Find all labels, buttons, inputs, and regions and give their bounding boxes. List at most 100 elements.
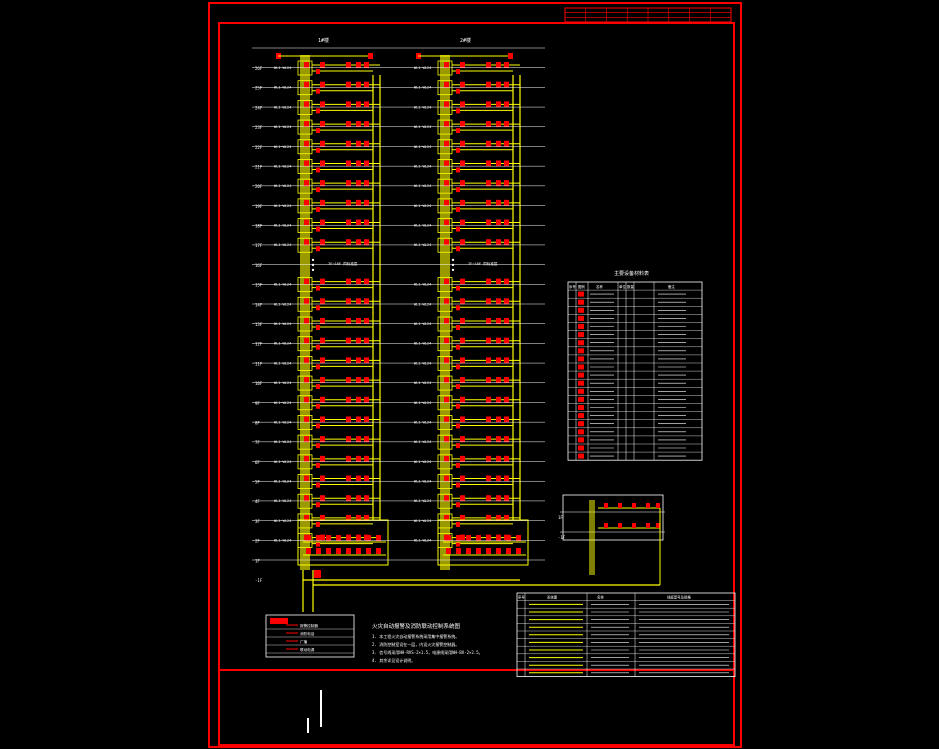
- device-symbol: [346, 62, 351, 68]
- legend-symbol: [578, 364, 584, 370]
- riser-tag: WL1~WL24: [274, 480, 291, 484]
- device-symbol: [320, 180, 325, 187]
- device-symbol: [320, 318, 325, 324]
- device-symbol: [320, 160, 325, 167]
- device-symbol: [460, 337, 465, 344]
- device-symbol: [460, 101, 465, 108]
- riser-tag: WL1~WL24: [274, 204, 291, 208]
- device-symbol: [486, 514, 491, 521]
- device-symbol: [504, 239, 509, 246]
- device-symbol: [444, 337, 449, 344]
- device-symbol: [316, 423, 320, 429]
- riser-tag: WL1~WL24: [414, 342, 431, 346]
- wiring-table-header: 名称: [597, 595, 604, 600]
- riser-tag: WL1~WL24: [414, 322, 431, 326]
- device-symbol: [316, 167, 320, 173]
- device-symbol: [486, 318, 491, 324]
- device-symbol: [304, 219, 309, 226]
- device-symbol: [456, 403, 460, 409]
- junction-box: [437, 277, 453, 293]
- junction-box: [437, 415, 453, 430]
- device-symbol: [356, 337, 361, 344]
- riser-tag: WL1~WL24: [414, 480, 431, 484]
- wiring-table-header: 序号: [518, 595, 525, 600]
- podium-box: [297, 519, 389, 566]
- device-symbol: [364, 436, 369, 443]
- device-symbol: [444, 436, 449, 443]
- device-symbol: [364, 121, 369, 128]
- device-symbol: [316, 502, 320, 508]
- riser-tag: WL1~WL24: [414, 66, 431, 70]
- device-symbol: [486, 180, 491, 187]
- device-symbol: [444, 239, 449, 246]
- riser-tag: WL1~WL24: [414, 539, 431, 543]
- riser-tag: WL1~WL24: [414, 401, 431, 405]
- device-symbol: [496, 121, 501, 128]
- riser-tag: WL1~WL24: [414, 164, 431, 168]
- device-symbol: [504, 318, 509, 324]
- device-symbol: [316, 246, 320, 252]
- device-symbol: [456, 285, 460, 291]
- legend-symbol: [578, 372, 584, 378]
- floor-label: 20F: [255, 184, 263, 189]
- riser-tag: WL1~WL24: [274, 105, 291, 109]
- riser-tag: WL1~WL24: [274, 361, 291, 365]
- podium-device: [618, 523, 622, 528]
- device-symbol: [504, 278, 509, 285]
- floor-label: 26F: [255, 66, 263, 71]
- riser-tag: WL1~WL24: [414, 381, 431, 385]
- junction-box: [297, 296, 313, 312]
- device-symbol: [456, 443, 460, 449]
- legend-box-item: 消防电话: [300, 631, 315, 636]
- junction-box: [437, 237, 453, 253]
- device-symbol: [304, 455, 309, 462]
- device-symbol: [460, 436, 465, 443]
- device-symbol: [346, 396, 351, 403]
- podium-device: [632, 523, 636, 528]
- device-symbol: [504, 140, 509, 147]
- riser-tag: WL1~WL24: [414, 145, 431, 149]
- skip-dot: [451, 258, 455, 262]
- device-symbol: [504, 219, 509, 226]
- device-symbol: [320, 298, 325, 305]
- device-symbol: [486, 199, 491, 206]
- podium-device: [446, 548, 451, 554]
- device-symbol: [316, 541, 320, 547]
- podium-device: [506, 548, 511, 554]
- device-symbol: [304, 475, 309, 482]
- device-symbol: [444, 180, 449, 187]
- legend-symbol: [578, 413, 584, 419]
- junction-box: [297, 237, 313, 253]
- legend-table-header: 名称: [596, 284, 603, 289]
- legend-symbol: [578, 445, 584, 451]
- wiring-table-border: [516, 592, 736, 677]
- legend-symbol: [578, 340, 584, 346]
- device-symbol: [356, 298, 361, 305]
- legend-box-item: 广播: [300, 639, 308, 644]
- podium-device: [646, 523, 650, 528]
- podium-device: [496, 535, 501, 541]
- floor-label: 2F: [255, 539, 260, 544]
- device-symbol: [444, 357, 449, 364]
- podium-device: [346, 535, 351, 541]
- device-symbol: [320, 62, 325, 68]
- device-symbol: [304, 278, 309, 285]
- riser-tag: WL1~WL24: [274, 145, 291, 149]
- device-symbol: [496, 377, 501, 384]
- podium-device: [516, 535, 521, 541]
- device-symbol: [320, 337, 325, 344]
- device-symbol: [364, 62, 369, 68]
- notes-line: 2. 消防控制室设在一层，内设火灾报警控制器。: [372, 641, 459, 647]
- junction-box: [297, 277, 313, 293]
- junction-box: [437, 375, 453, 391]
- junction-box: [437, 178, 453, 194]
- device-symbol: [456, 325, 460, 330]
- junction-box: [297, 139, 313, 155]
- riser-tag: WL1~WL24: [414, 125, 431, 129]
- podium-device: [306, 548, 311, 554]
- legend-symbol: [578, 437, 584, 443]
- device-symbol: [460, 514, 465, 521]
- floor-label: 14F: [255, 302, 263, 307]
- device-symbol: [444, 199, 449, 206]
- junction-box: [297, 99, 313, 115]
